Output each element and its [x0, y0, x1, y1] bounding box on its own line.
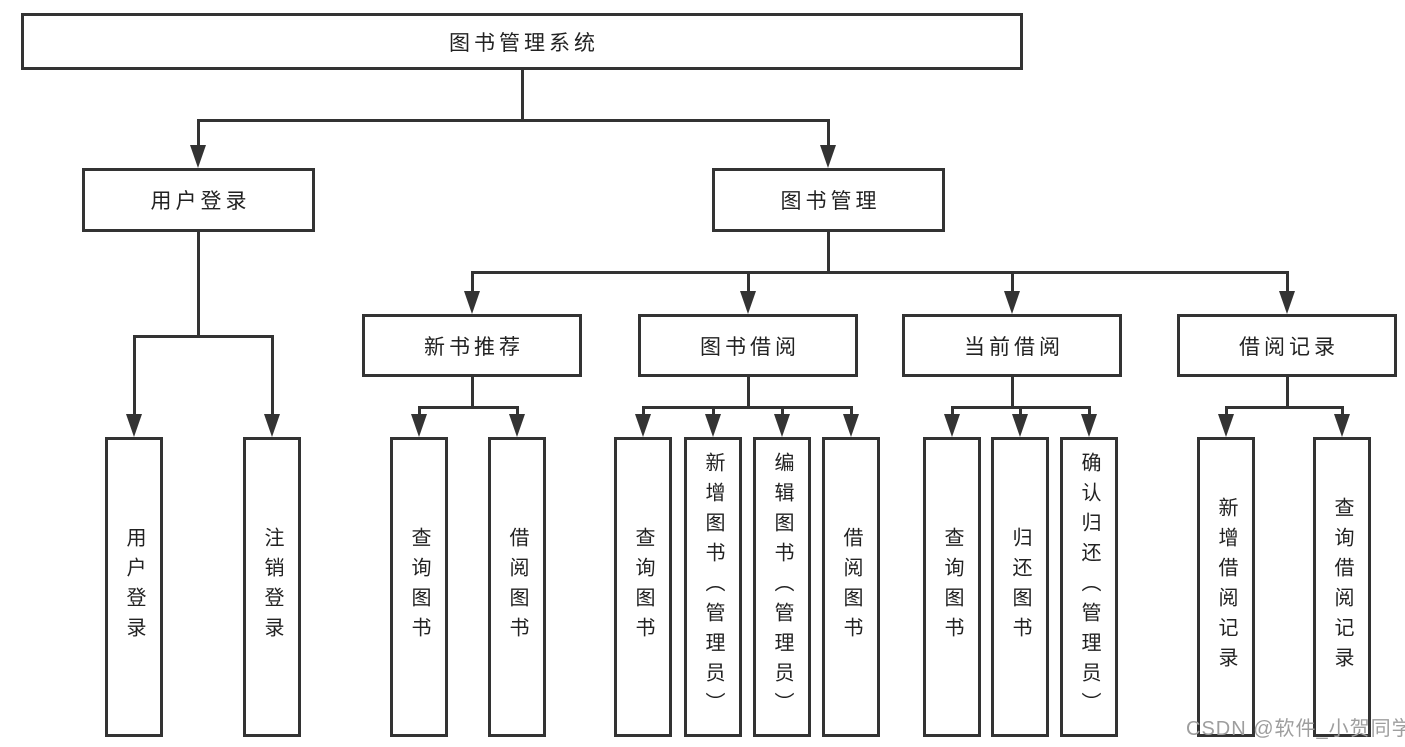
- leaf-newbooks-query-books: 查询图书: [390, 437, 448, 737]
- node-book-management-label: 图书管理: [780, 190, 881, 213]
- node-new-book-recommend: 新书推荐: [362, 314, 582, 377]
- leaf-bookborrow-edit-books-admin: 编辑图书（管理员）: [753, 437, 811, 737]
- leaf-records-add-record-label: 新增借阅记录: [1215, 497, 1237, 677]
- leaf-newbooks-borrow-books-label: 借阅图书: [506, 527, 528, 647]
- arrowhead-down-icon: [190, 145, 206, 168]
- node-current-borrow: 当前借阅: [902, 314, 1122, 377]
- connector-line-vertical: [1285, 272, 1289, 293]
- node-root-label: 图书管理系统: [449, 31, 599, 55]
- node-user-login: 用户登录: [82, 168, 315, 232]
- leaf-current-confirm-return-admin-label: 确认归还（管理员）: [1078, 452, 1100, 722]
- connector-line-vertical: [515, 407, 519, 417]
- leaf-bookborrow-add-books-admin-label: 新增图书（管理员）: [702, 452, 724, 722]
- leaf-bookborrow-query-books-label: 查询图书: [632, 527, 654, 647]
- connector-line-horizontal: [641, 405, 853, 409]
- leaf-logout: 注销登录: [243, 437, 301, 737]
- connector-line-vertical: [1018, 407, 1022, 417]
- connector-line-horizontal: [132, 334, 274, 338]
- leaf-bookborrow-borrow-books-label: 借阅图书: [840, 527, 862, 647]
- connector-line-vertical: [849, 407, 853, 417]
- connector-line-vertical: [520, 70, 524, 122]
- leaf-current-query-books: 查询图书: [923, 437, 981, 737]
- connector-line-vertical: [711, 407, 715, 417]
- node-borrow-records-label: 借阅记录: [1239, 335, 1339, 359]
- leaf-records-query-record: 查询借阅记录: [1313, 437, 1371, 737]
- connector-line-vertical: [1010, 272, 1014, 293]
- connector-line-vertical: [1224, 407, 1228, 417]
- leaf-newbooks-query-books-label: 查询图书: [408, 527, 430, 647]
- connector-line-vertical: [826, 232, 830, 274]
- node-book-borrow: 图书借阅: [638, 314, 858, 377]
- connector-line-vertical: [1010, 377, 1014, 409]
- arrowhead-down-icon: [411, 414, 427, 437]
- connector-line-vertical: [1087, 407, 1091, 417]
- connector-line-vertical: [746, 272, 750, 293]
- arrowhead-down-icon: [705, 414, 721, 437]
- arrowhead-down-icon: [843, 414, 859, 437]
- arrowhead-down-icon: [1081, 414, 1097, 437]
- arrowhead-down-icon: [1218, 414, 1234, 437]
- node-book-borrow-label: 图书借阅: [700, 335, 800, 359]
- leaf-current-confirm-return-admin: 确认归还（管理员）: [1060, 437, 1118, 737]
- connector-line-horizontal: [417, 405, 519, 409]
- node-user-login-label: 用户登录: [150, 190, 251, 213]
- connector-line-vertical: [470, 272, 474, 293]
- leaf-bookborrow-borrow-books: 借阅图书: [822, 437, 880, 737]
- connector-line-vertical: [826, 120, 830, 147]
- connector-line-vertical: [746, 377, 750, 409]
- leaf-records-query-record-label: 查询借阅记录: [1331, 497, 1353, 677]
- arrowhead-down-icon: [464, 291, 480, 314]
- arrowhead-down-icon: [820, 145, 836, 168]
- node-current-borrow-label: 当前借阅: [964, 335, 1064, 359]
- node-new-book-recommend-label: 新书推荐: [424, 335, 524, 359]
- connector-line-vertical: [641, 407, 645, 417]
- leaf-bookborrow-add-books-admin: 新增图书（管理员）: [684, 437, 742, 737]
- connector-line-vertical: [1285, 377, 1289, 409]
- connector-line-vertical: [1340, 407, 1344, 417]
- node-borrow-records: 借阅记录: [1177, 314, 1397, 377]
- connector-line-horizontal: [1224, 405, 1344, 409]
- leaf-current-query-books-label: 查询图书: [941, 527, 963, 647]
- leaf-logout-label: 注销登录: [261, 527, 283, 647]
- connector-line-vertical: [196, 120, 200, 147]
- leaf-bookborrow-edit-books-admin-label: 编辑图书（管理员）: [771, 452, 793, 722]
- arrowhead-down-icon: [126, 414, 142, 437]
- connector-line-vertical: [132, 336, 136, 416]
- arrowhead-down-icon: [1279, 291, 1295, 314]
- connector-line-vertical: [196, 232, 200, 338]
- arrowhead-down-icon: [944, 414, 960, 437]
- connector-line-horizontal: [470, 270, 1289, 274]
- arrowhead-down-icon: [1012, 414, 1028, 437]
- arrowhead-down-icon: [1334, 414, 1350, 437]
- leaf-current-return-books: 归还图书: [991, 437, 1049, 737]
- connector-line-vertical: [470, 377, 474, 409]
- connector-line-vertical: [270, 336, 274, 416]
- leaf-user-login-label: 用户登录: [123, 527, 145, 647]
- connector-line-horizontal: [196, 118, 830, 122]
- arrowhead-down-icon: [509, 414, 525, 437]
- leaf-newbooks-borrow-books: 借阅图书: [488, 437, 546, 737]
- arrowhead-down-icon: [635, 414, 651, 437]
- leaf-user-login: 用户登录: [105, 437, 163, 737]
- arrowhead-down-icon: [740, 291, 756, 314]
- node-book-management: 图书管理: [712, 168, 945, 232]
- connector-line-vertical: [950, 407, 954, 417]
- arrowhead-down-icon: [774, 414, 790, 437]
- arrowhead-down-icon: [264, 414, 280, 437]
- leaf-records-add-record: 新增借阅记录: [1197, 437, 1255, 737]
- leaf-bookborrow-query-books: 查询图书: [614, 437, 672, 737]
- watermark: CSDN @软件_小贺同学: [1186, 718, 1405, 740]
- arrowhead-down-icon: [1004, 291, 1020, 314]
- leaf-current-return-books-label: 归还图书: [1009, 527, 1031, 647]
- connector-line-vertical: [780, 407, 784, 417]
- connector-line-vertical: [417, 407, 421, 417]
- node-root: 图书管理系统: [21, 13, 1023, 70]
